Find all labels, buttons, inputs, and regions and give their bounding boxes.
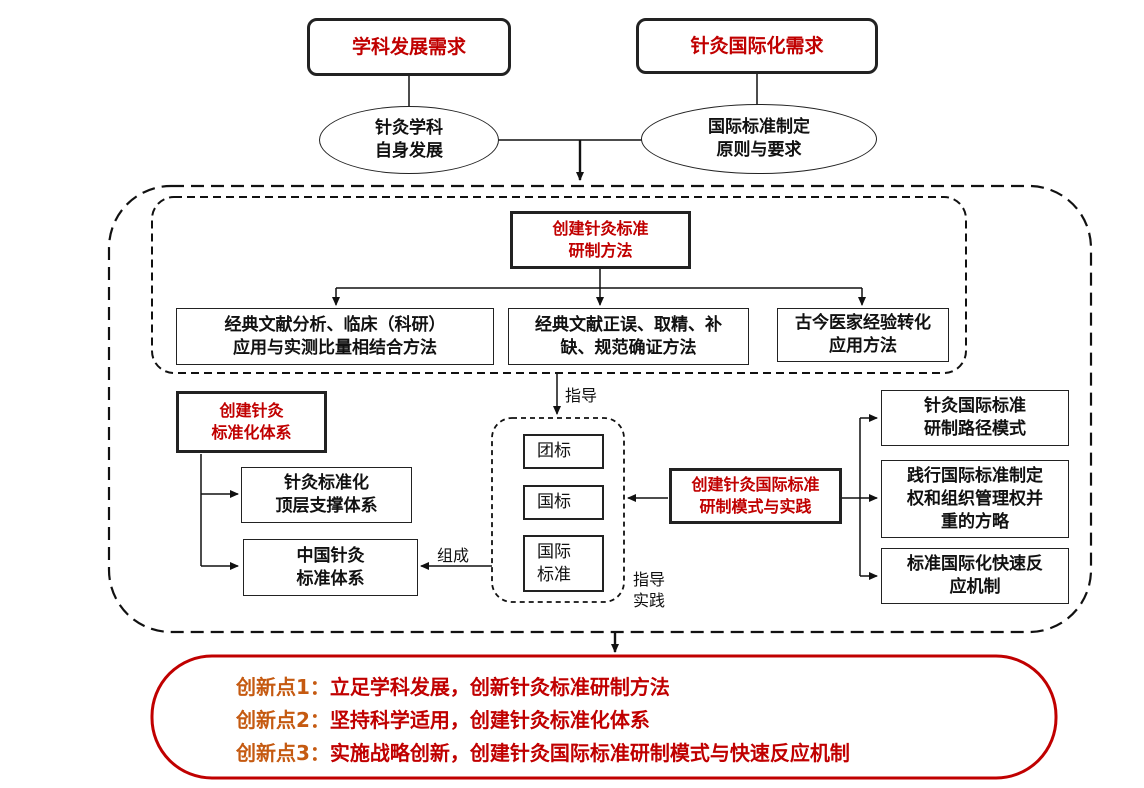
guide-practice-label: 指导 实践 [633, 569, 665, 611]
method-3-line1: 古今医家经验转化 [795, 313, 931, 333]
intl-model-title-line2: 研制模式与实践 [699, 497, 812, 516]
compose-label: 组成 [437, 546, 470, 565]
intl-strategy-box: 践行国际标准制定 权和组织管理权并 重的方略 [881, 460, 1069, 538]
innovation-3-text: 实施战略创新，创建针灸国际标准研制模式与快速反应机制 [329, 741, 850, 765]
methods-title-line2: 研制方法 [568, 241, 633, 260]
group-standard-box: 团标 [523, 434, 604, 469]
china-standard-system-box: 中国针灸 标准体系 [243, 539, 418, 596]
intl-path-line1: 针灸国际标准 [924, 396, 1026, 416]
rapid-response-line1: 标准国际化快速反 [907, 554, 1043, 574]
intl-principles-line2: 原则与要求 [716, 140, 802, 160]
innovation-frame [150, 654, 1058, 780]
guide-practice-line1: 指导 [633, 570, 666, 589]
methods-dashed-frame [151, 196, 967, 374]
intl-strategy-line2: 权和组织管理权并 [907, 488, 1043, 509]
method-1-line2: 应用与实测比量相结合方法 [233, 337, 437, 358]
intl-path-model-box: 针灸国际标准 研制路径模式 [881, 390, 1069, 446]
method-literature-clinical-box: 经典文献分析、临床（科研） 应用与实测比量相结合方法 [176, 308, 494, 365]
method-3-line2: 应用方法 [829, 336, 897, 356]
innovation-1-text: 立足学科发展，创新针灸标准研制方法 [329, 675, 670, 699]
methods-title-box: 创建针灸标准 研制方法 [510, 211, 691, 269]
rapid-response-line2: 应机制 [949, 577, 1001, 597]
methods-title-line1: 创建针灸标准 [552, 219, 649, 238]
system-title-box: 创建针灸 标准化体系 [176, 391, 327, 453]
innovation-point-1: 创新点1：立足学科发展，创新针灸标准研制方法 [236, 672, 670, 702]
discipline-demand-box: 学科发展需求 [307, 18, 511, 76]
intl-path-line2: 研制路径模式 [924, 419, 1026, 439]
intl-strategy-line1: 践行国际标准制定 [907, 465, 1043, 486]
innovation-3-key: 创新点3： [236, 741, 330, 765]
system-title-line1: 创建针灸 [219, 401, 284, 420]
intl-model-title-box: 创建针灸国际标准 研制模式与实践 [669, 468, 842, 524]
method-2-line2: 缺、规范确证方法 [560, 337, 697, 358]
china-system-line2: 标准体系 [296, 568, 365, 589]
innovation-point-3: 创新点3：实施战略创新，创建针灸国际标准研制模式与快速反应机制 [236, 738, 850, 768]
method-literature-verify-box: 经典文献正误、取精、补 缺、规范确证方法 [508, 308, 749, 365]
national-standard-box: 国标 [523, 485, 604, 520]
innovation-point-2: 创新点2：坚持科学适用，创建针灸标准化体系 [236, 705, 650, 735]
china-system-line1: 中国针灸 [296, 545, 365, 566]
guide-practice-line2: 实践 [633, 591, 666, 610]
self-development-line1: 针灸学科 [375, 118, 443, 138]
national-standard-label: 国标 [537, 492, 571, 512]
outer-dashed-frame [107, 184, 1093, 634]
top-level-support-box: 针灸标准化 顶层支撑体系 [241, 467, 412, 523]
self-development-line2: 自身发展 [375, 141, 443, 161]
intl-principles-ellipse: 国际标准制定 原则与要求 [641, 104, 877, 174]
self-development-ellipse: 针灸学科 自身发展 [319, 106, 499, 174]
support-line2: 顶层支撑体系 [275, 496, 378, 516]
international-demand-box: 针灸国际化需求 [636, 18, 878, 74]
support-line1: 针灸标准化 [284, 473, 369, 493]
intl-principles-line1: 国际标准制定 [708, 117, 810, 137]
method-2-line1: 经典文献正误、取精、补 [535, 314, 722, 335]
discipline-demand-label: 学科发展需求 [351, 35, 466, 58]
innovation-1-key: 创新点1： [236, 675, 330, 699]
innovation-2-key: 创新点2： [236, 708, 330, 732]
method-1-line1: 经典文献分析、临床（科研） [224, 314, 446, 335]
intl-strategy-line3: 重的方略 [941, 511, 1009, 532]
intl-standard-line2: 标准 [537, 564, 571, 585]
intl-rapid-response-box: 标准国际化快速反 应机制 [881, 548, 1069, 604]
intl-model-title-line1: 创建针灸国际标准 [691, 475, 820, 494]
group-standard-label: 团标 [537, 441, 571, 461]
guide-label: 指导 [565, 386, 598, 405]
standards-dashed-frame [491, 417, 625, 603]
innovation-2-text: 坚持科学适用，创建针灸标准化体系 [329, 708, 650, 732]
intl-standard-line1: 国际 [537, 541, 571, 562]
international-demand-label: 针灸国际化需求 [690, 34, 824, 57]
system-title-line2: 标准化体系 [211, 423, 292, 442]
international-standard-box: 国际 标准 [523, 535, 604, 592]
method-experience-box: 古今医家经验转化 应用方法 [777, 308, 949, 362]
